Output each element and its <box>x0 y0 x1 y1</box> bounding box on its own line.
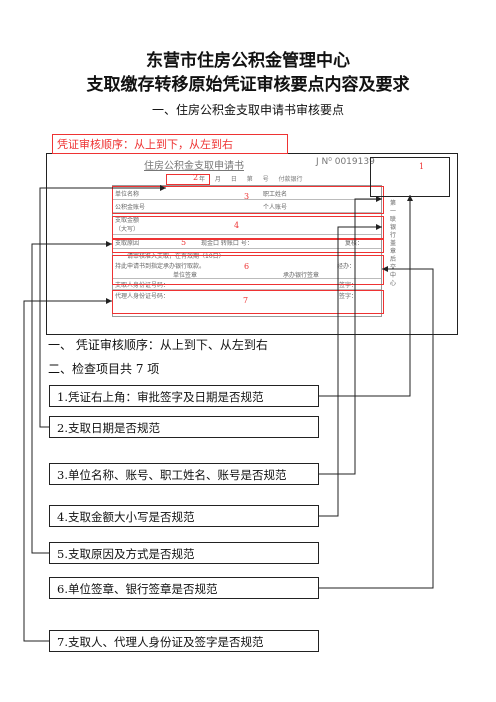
document-title-line2: 支取缴存转移原始凭证审核要点内容及要求 <box>86 75 410 95</box>
form-number: J N⁰ 0019139 <box>316 157 375 167</box>
document-title-line1: 东营市住房公积金管理中心 <box>146 51 350 71</box>
check-item-7: 7.支取人、代理人身份证及签字是否规范 <box>49 630 319 652</box>
form-label: 职工姓名 <box>263 191 288 198</box>
check-item-3: 3.单位名称、账号、职工姓名、账号是否规范 <box>49 463 319 485</box>
form-label: 请审核准入支取，在有效期（10日） <box>127 253 225 260</box>
highlight-box-5 <box>112 238 384 253</box>
marker-5: 5 <box>181 238 187 247</box>
marker-3: 3 <box>244 192 250 201</box>
section-audit-order: 一、 凭证审核顺序：从上到下、从左到右 <box>48 338 268 352</box>
form-title: 住房公积金支取申请书 <box>144 161 244 172</box>
marker-1: 1 <box>419 162 425 171</box>
highlight-box-4 <box>112 216 384 240</box>
audit-order-note: 凭证审核顺序：从上到下，从左到右 <box>52 134 288 154</box>
check-item-1: 1.凭证右上角：审批签字及日期是否规范 <box>49 385 319 407</box>
highlight-box-2 <box>166 174 210 185</box>
marker-6: 6 <box>244 262 250 271</box>
section-subtitle: 一、住房公积金支取申请书审核要点 <box>151 103 344 117</box>
form-date-line: 年 月 日 第 号 付款银行 <box>199 176 303 183</box>
form-label: 现金口 转账口 号： <box>201 240 253 247</box>
marker-2: 2 <box>193 173 199 182</box>
form-label: 单位签章 <box>173 272 198 279</box>
section-check-items: 二、检查项目共 7 项 <box>48 362 160 376</box>
form-label: 承办银行签章 <box>283 272 320 279</box>
form-label: 个人账号 <box>263 204 288 211</box>
marker-7: 7 <box>243 296 249 305</box>
check-item-6: 6.单位签章、银行签章是否规范 <box>49 577 319 599</box>
check-item-4: 4.支取金额大小写是否规范 <box>49 505 319 527</box>
marker-4: 4 <box>234 221 240 230</box>
form-side-text: 第一联银行盖章后交中心 <box>390 200 397 287</box>
approval-box <box>370 157 450 197</box>
check-item-2: 2.支取日期是否规范 <box>49 416 319 438</box>
check-item-5: 5.支取原因及方式是否规范 <box>49 542 319 564</box>
